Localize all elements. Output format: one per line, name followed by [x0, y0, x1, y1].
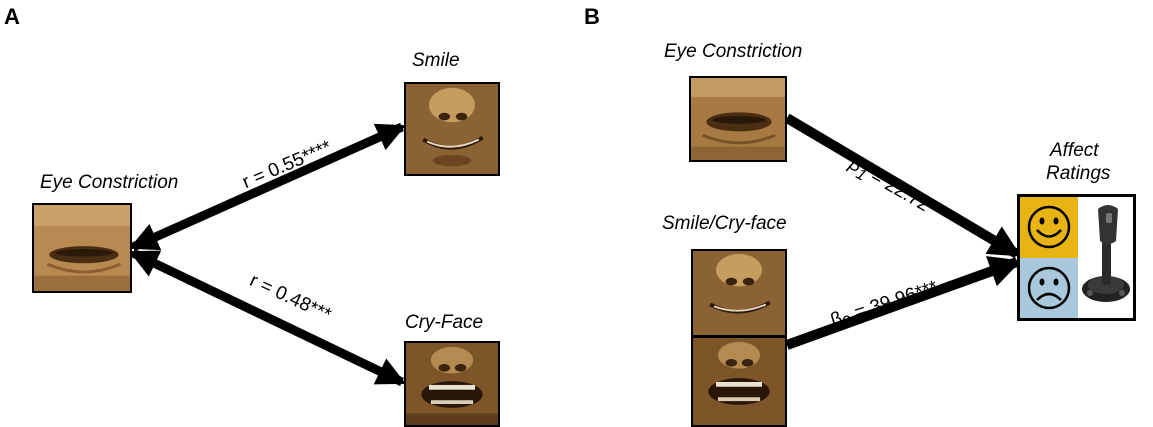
- positive-cell: [1020, 197, 1078, 258]
- arrow-beta2: [785, 256, 1022, 350]
- arrow-beta1: [784, 113, 1022, 259]
- negative-cell: [1020, 258, 1078, 318]
- affect-label-line1: Affect: [1050, 140, 1099, 161]
- eye-constriction-image-a: [32, 203, 132, 293]
- arrow-eye-cry: [129, 248, 406, 387]
- panel-a-cry-label: Cry-Face: [405, 312, 484, 333]
- affect-label-line2: Ratings: [1046, 163, 1111, 184]
- panel-a-letter: A: [4, 4, 20, 29]
- joystick-icon: [1082, 205, 1130, 302]
- affect-ratings-box: [1017, 194, 1136, 321]
- panel-a-eye-label: Eye Constriction: [40, 172, 179, 193]
- smile-image-b: [691, 249, 787, 337]
- eye-constriction-image-b: [689, 76, 787, 162]
- smile-image-a: [404, 82, 500, 176]
- panel-a-smile-label: Smile: [412, 50, 460, 71]
- panel-b-eye-label: Eye Constriction: [664, 41, 803, 62]
- smiley-face-icon: [1027, 205, 1071, 249]
- panel-b-letter: B: [584, 4, 600, 29]
- cry-face-image-a: [404, 341, 500, 427]
- joystick-cell: [1078, 197, 1133, 318]
- arrow-eye-smile: [129, 122, 406, 252]
- panel-b-smile-cry-label: Smile/Cry-face: [662, 213, 787, 234]
- frowny-face-icon: [1027, 266, 1071, 310]
- cry-face-image-b: [691, 336, 787, 427]
